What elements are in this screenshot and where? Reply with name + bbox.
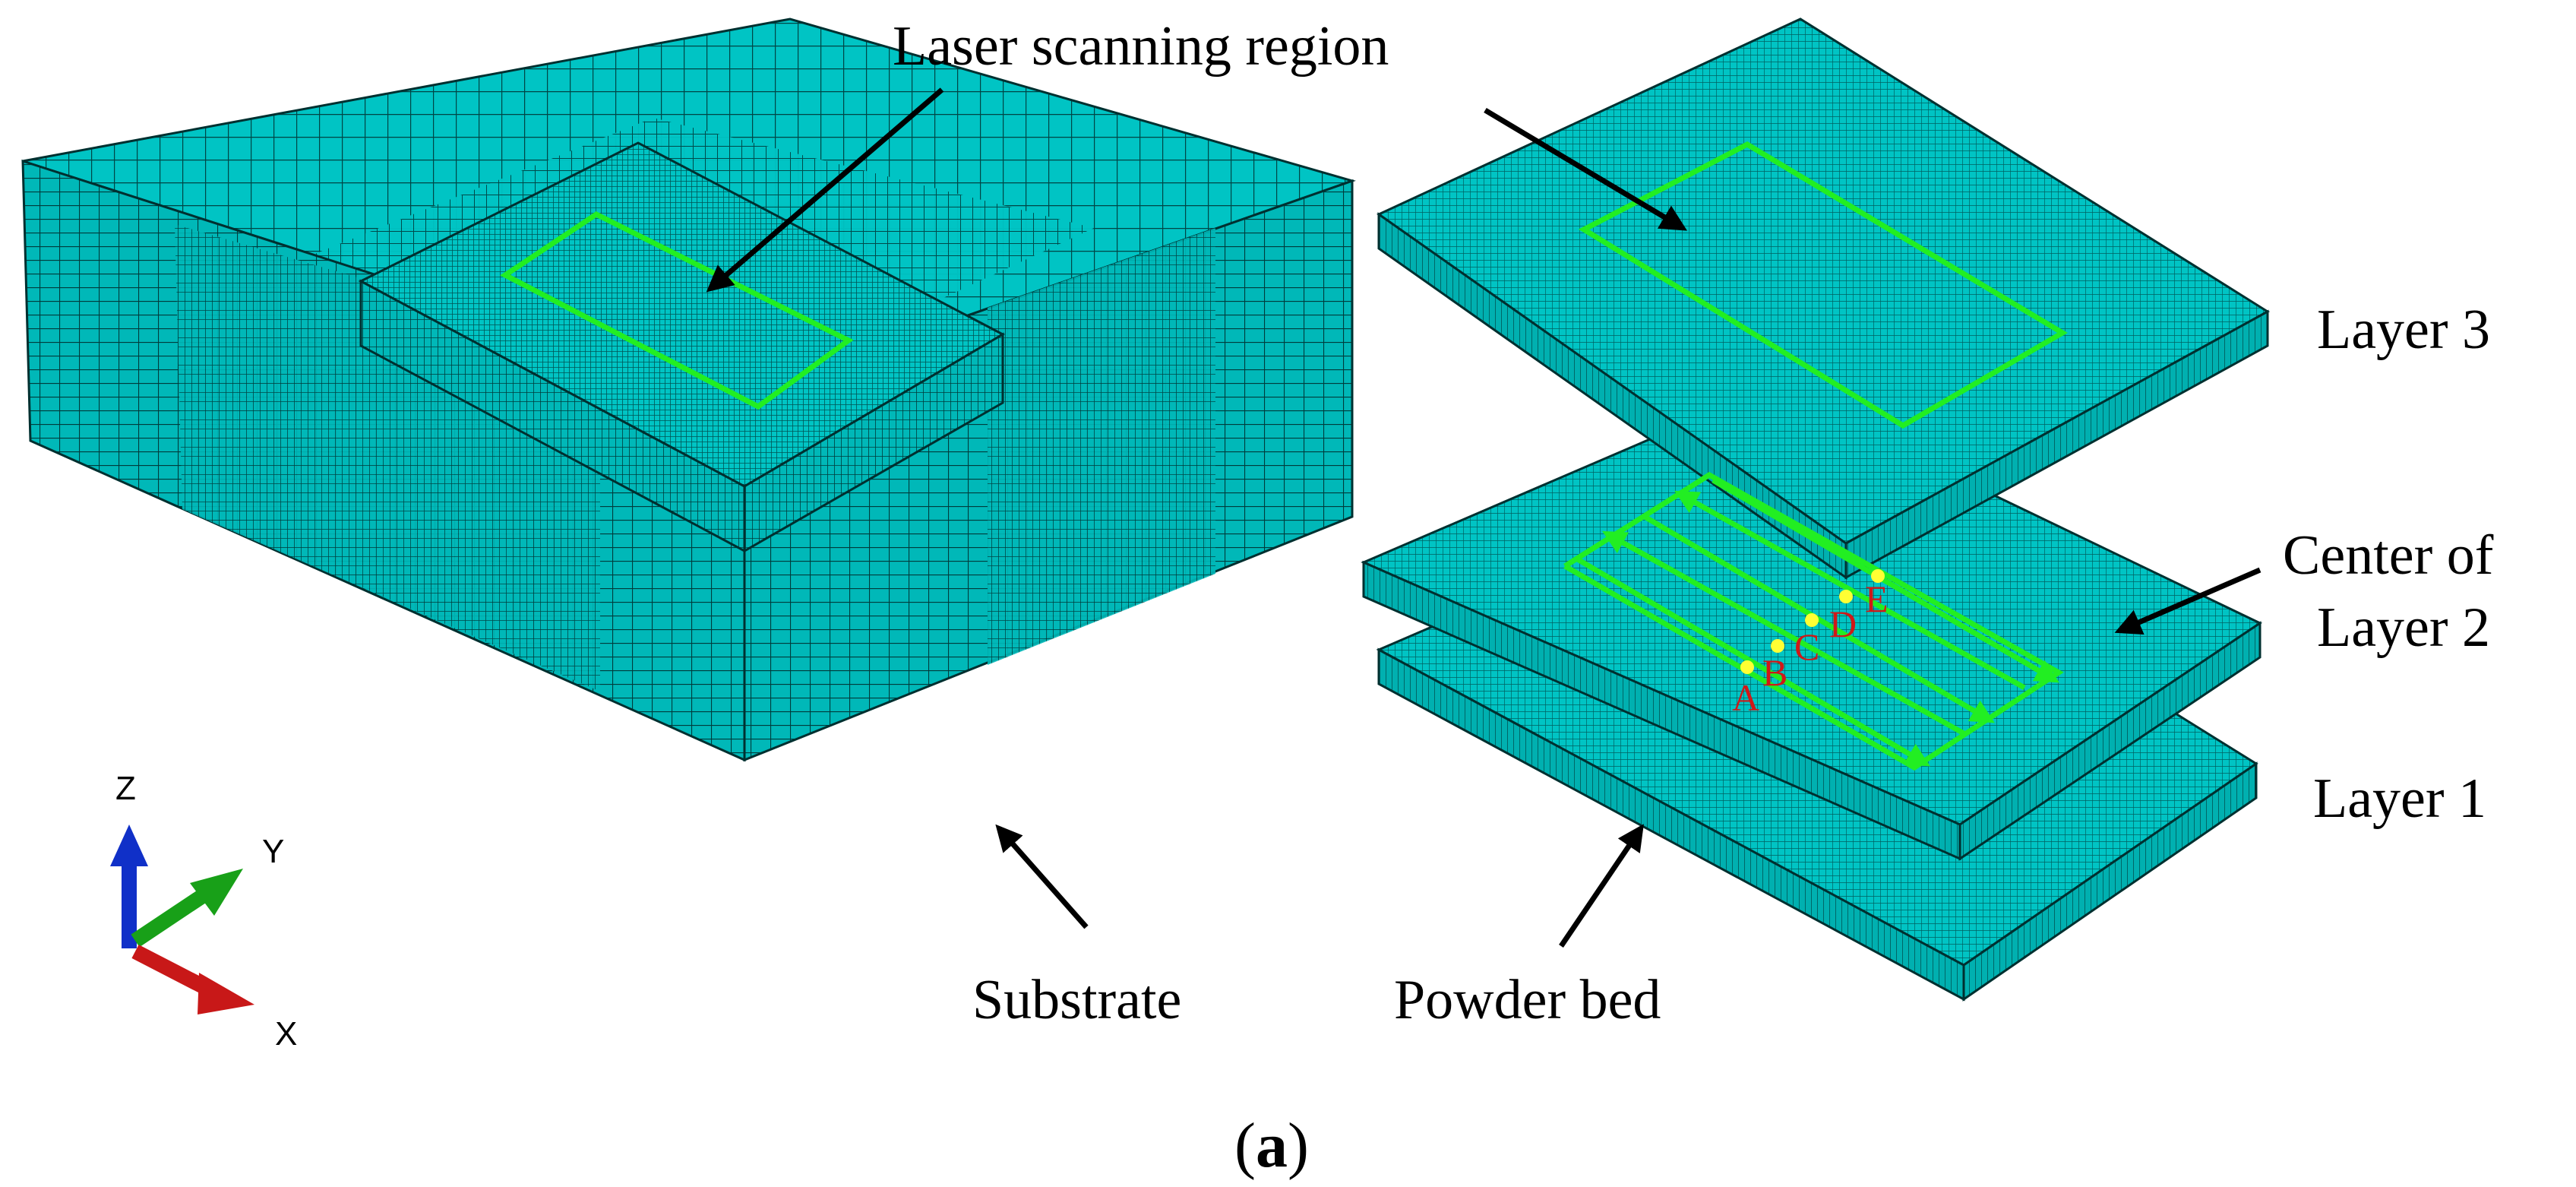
- layer3-scan-rectangle: [1578, 141, 2068, 429]
- callout-arrows: [706, 87, 2262, 948]
- label-center-of: Center of: [2283, 524, 2494, 587]
- point-a-dot: [1740, 660, 1754, 674]
- scan-track-4: [1674, 490, 2026, 691]
- x-axis-arrow-icon: [198, 973, 254, 1014]
- x-axis-label: X: [275, 1015, 297, 1052]
- substrate-right-fine-region: [988, 228, 1215, 665]
- y-axis-label: Y: [262, 833, 284, 870]
- powder-block: [358, 141, 1006, 553]
- figure-caption: (a): [1234, 1110, 1309, 1181]
- arrow-layer3-region: [1484, 107, 1688, 231]
- scan-track-2: [1602, 530, 1965, 736]
- axis-triad: Z Y X: [110, 770, 297, 1052]
- point-d-dot: [1839, 590, 1853, 603]
- arrow-substrate: [995, 824, 1089, 929]
- point-c-dot: [1805, 613, 1819, 627]
- powder-block-right-side: [743, 332, 1004, 553]
- point-d-label: D: [1829, 603, 1857, 645]
- point-b-dot: [1771, 639, 1784, 653]
- arrow-powder-bed: [1559, 824, 1644, 948]
- label-layer1: Layer 1: [2313, 768, 2486, 830]
- scan-track-1: [1575, 556, 1930, 767]
- y-axis-arrow-icon: [190, 869, 243, 916]
- layer2-plate: [1361, 386, 2263, 861]
- label-layer3: Layer 3: [2317, 299, 2490, 361]
- arrow-laser-region: [706, 87, 944, 293]
- z-axis-arrow-icon: [110, 825, 148, 866]
- z-axis-label: Z: [115, 770, 136, 807]
- point-e-dot: [1871, 569, 1885, 583]
- point-e-label: E: [1865, 578, 1889, 620]
- monitor-points: A B C D E: [1732, 569, 1889, 719]
- arrow-center-layer2: [2114, 567, 2262, 635]
- label-laser-scanning-region: Laser scanning region: [893, 15, 1389, 78]
- laser-scanning-rectangle: [500, 210, 854, 410]
- label-powder-bed: Powder bed: [1394, 969, 1661, 1031]
- layer3-plate: [1377, 17, 2270, 580]
- point-b-label: B: [1762, 651, 1787, 694]
- label-substrate: Substrate: [972, 969, 1181, 1031]
- label-layer2: Layer 2: [2317, 597, 2490, 659]
- point-a-label: A: [1732, 676, 1759, 719]
- point-c-label: C: [1794, 625, 1819, 668]
